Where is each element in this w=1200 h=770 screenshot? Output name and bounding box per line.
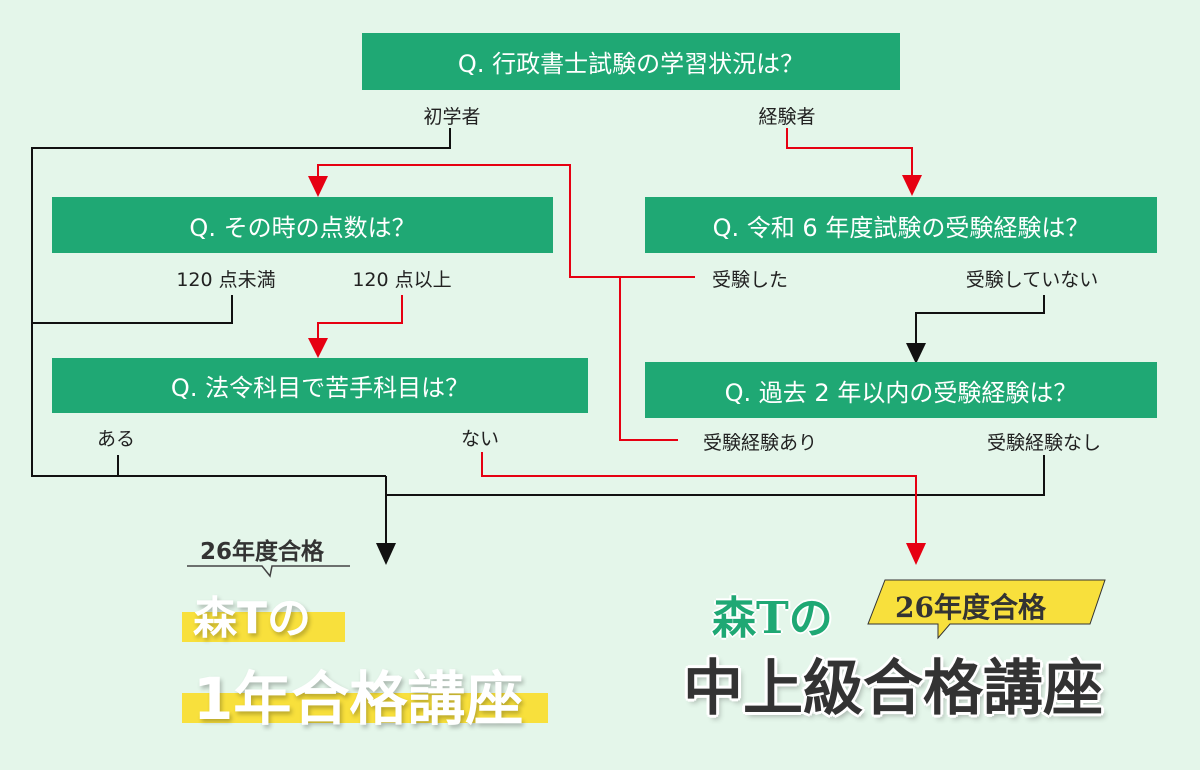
question-study-status: Q. 行政書士試験の学習状況は？ — [362, 33, 900, 90]
badge-right-bg — [867, 579, 1106, 640]
arrow-left-result — [376, 543, 396, 565]
line-experienced — [786, 128, 913, 176]
answer-took: 受験した — [711, 269, 789, 291]
question-past-2-years: Q. 過去 2 年以内の受験経験は？ — [645, 362, 1157, 418]
badge-underline — [187, 565, 350, 578]
badge-left: 26年度合格 — [200, 539, 325, 565]
answer-has-weak: ある — [96, 428, 136, 450]
question-weak-subject: Q. 法令科目で苦手科目は？ — [52, 358, 588, 413]
line-over120 — [317, 295, 403, 340]
answer-not-took: 受験していない — [965, 269, 1099, 291]
answer-under-120: 120 点未満 — [176, 269, 276, 291]
question-score: Q. その時の点数は？ — [52, 197, 553, 253]
arrow-q5 — [906, 343, 926, 364]
line-no-exp — [386, 455, 1045, 496]
arrow-q3 — [902, 175, 922, 196]
answer-over-120: 120 点以上 — [352, 269, 452, 291]
arrow-q2 — [308, 176, 328, 197]
line-took — [317, 164, 695, 278]
line-has-exp — [619, 277, 678, 441]
line-beginner — [31, 128, 451, 477]
course-brand-right: 森Tの — [712, 593, 833, 644]
answer-experienced: 経験者 — [758, 106, 816, 128]
arrow-q4 — [308, 338, 328, 358]
answer-beginner: 初学者 — [423, 106, 481, 128]
course-name-right: 中上級合格講座 — [683, 654, 1103, 724]
course-name-left: 1年合格講座 — [193, 665, 524, 733]
highlight-bar — [182, 693, 548, 723]
line-under120 — [32, 295, 233, 324]
course-brand-left: 森Tの — [193, 593, 312, 644]
line-not-took — [915, 295, 1045, 345]
answer-no-exp: 受験経験なし — [986, 432, 1102, 454]
arrow-right-result — [906, 543, 926, 565]
highlight-bar — [182, 612, 345, 642]
question-r6-exam: Q. 令和 6 年度試験の受験経験は？ — [645, 197, 1157, 253]
answer-no-weak: ない — [460, 428, 500, 450]
badge-right: 26年度合格 — [895, 591, 1046, 624]
answer-has-exp: 受験経験あり — [702, 432, 818, 454]
line-no-weak — [481, 452, 917, 545]
